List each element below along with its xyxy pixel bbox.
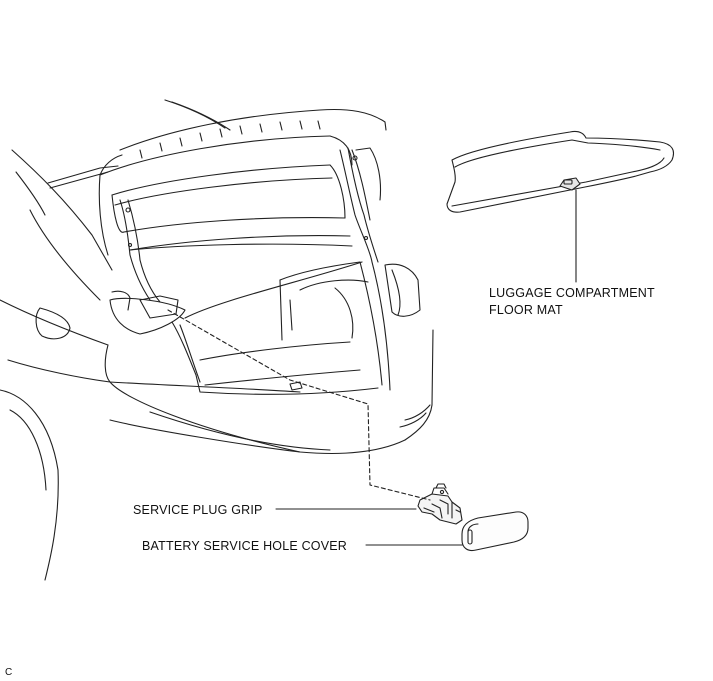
battery-service-hole-cover-label: BATTERY SERVICE HOLE COVER — [142, 539, 348, 553]
figure-code: C — [5, 667, 13, 678]
floor-mat-label-line1: LUGGAGE COMPARTMENT — [489, 286, 655, 300]
battery-service-hole-cover-part — [461, 511, 529, 552]
service-plug-grip-part — [417, 483, 463, 525]
floor-mat-label-line2: FLOOR MAT — [489, 303, 563, 317]
trunk-lid — [98, 99, 387, 319]
floor-mat-part — [446, 130, 675, 213]
service-plug-grip-label: SERVICE PLUG GRIP — [133, 503, 263, 517]
guide-lines — [167, 189, 577, 546]
car-body — [0, 149, 434, 581]
floor-mat-label: LUGGAGE COMPARTMENT FLOOR MAT — [489, 285, 655, 319]
